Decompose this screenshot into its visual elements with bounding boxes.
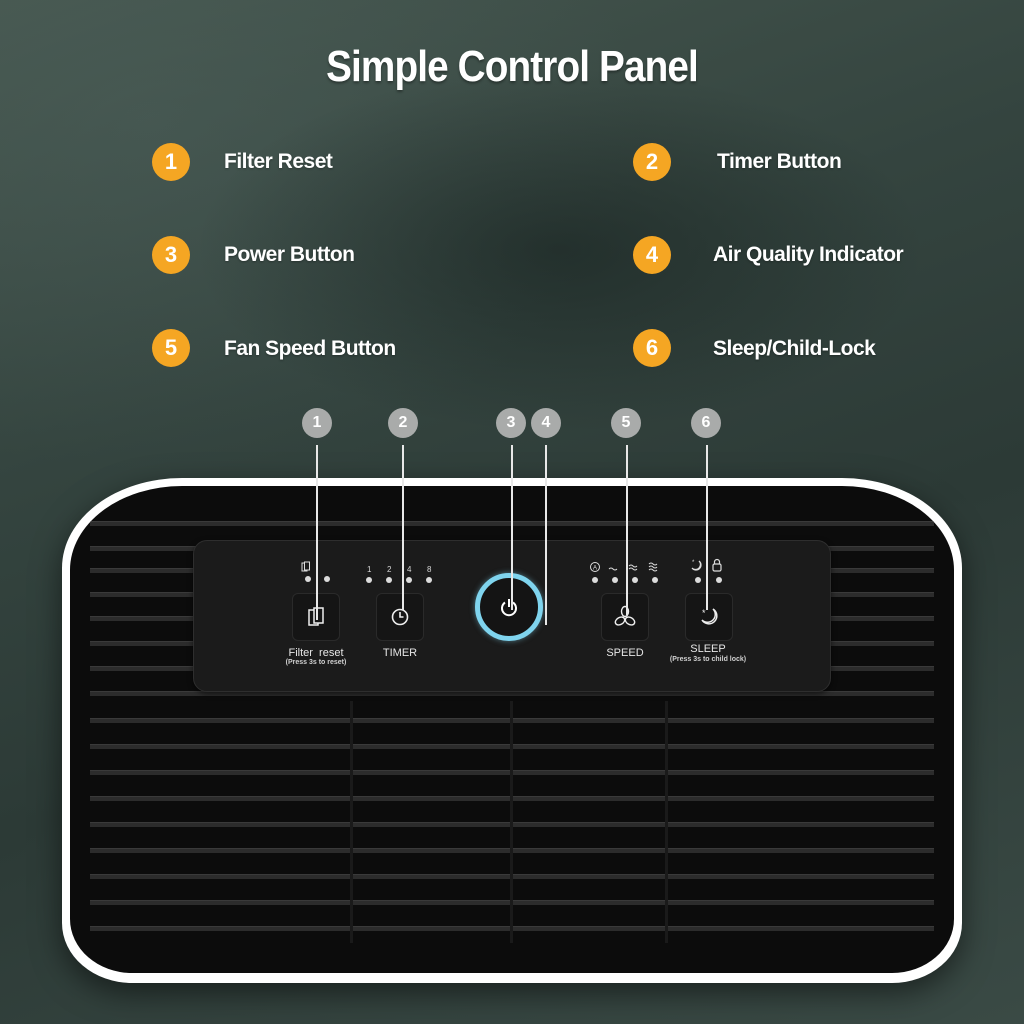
sleep-label: SLEEP [690, 643, 726, 655]
legend-badge: 1 [152, 143, 190, 181]
svg-text:*: * [692, 560, 695, 566]
high-wave-icon [648, 562, 658, 572]
clock-icon [391, 608, 409, 626]
callout-5: 5 [611, 408, 641, 438]
sleep-indicators: * [689, 558, 729, 572]
legend-item-air-quality: 4 [633, 236, 671, 274]
legend-badge: 4 [633, 236, 671, 274]
timer-button[interactable] [376, 593, 424, 641]
leader-line [545, 445, 547, 625]
legend-item-power-button: 3 [152, 236, 190, 274]
filter-led [305, 576, 311, 582]
speed-led [592, 577, 598, 583]
timer-led [386, 577, 392, 583]
power-button[interactable] [475, 573, 543, 641]
legend-label: Air Quality Indicator [713, 243, 904, 266]
timer-tick: 2 [387, 565, 392, 574]
callout-4: 4 [531, 408, 561, 438]
leader-line [316, 445, 318, 620]
svg-text:*: * [702, 608, 706, 618]
legend-label: Filter Reset [224, 150, 333, 173]
filter-indicator-icon [301, 560, 311, 578]
callout-3: 3 [496, 408, 526, 438]
speed-button[interactable] [601, 593, 649, 641]
legend-item-timer-button: 2 [633, 143, 671, 181]
fan-icon [614, 605, 636, 626]
legend-badge: 6 [633, 329, 671, 367]
timer-tick: 1 [367, 565, 372, 574]
legend-label: Power Button [224, 243, 355, 266]
legend-label: Fan Speed Button [224, 337, 396, 360]
sleep-button[interactable]: * [685, 593, 733, 641]
low-wave-icon [608, 567, 618, 571]
sleep-moon-icon: * [691, 560, 702, 571]
grille-column [665, 701, 668, 943]
timer-tick: 4 [407, 565, 412, 574]
svg-text:A: A [593, 566, 597, 572]
legend-badge: 3 [152, 236, 190, 274]
leader-line [706, 445, 708, 610]
timer-label: TIMER [382, 647, 418, 659]
timer-led [366, 577, 372, 583]
legend-label: Sleep/Child-Lock [713, 337, 876, 360]
legend-item-sleep-lock: 6 [633, 329, 671, 367]
speed-led [612, 577, 618, 583]
callout-6: 6 [691, 408, 721, 438]
moon-icon: * [701, 608, 718, 625]
callout-2: 2 [388, 408, 418, 438]
legend-badge: 2 [633, 143, 671, 181]
speed-led [652, 577, 658, 583]
timer-led [426, 577, 432, 583]
leader-line [511, 445, 513, 610]
filter-reset-label: Filter reset [288, 647, 344, 659]
timer-tick: 8 [427, 565, 432, 574]
power-icon [501, 599, 517, 617]
grille-column [510, 701, 513, 943]
leader-line [626, 445, 628, 615]
page-title: Simple Control Panel [326, 42, 699, 91]
filter-led [324, 576, 330, 582]
speed-label: SPEED [606, 647, 644, 659]
leader-line [402, 445, 404, 610]
legend-item-filter-reset: 1 [152, 143, 190, 181]
lock-icon [712, 558, 722, 572]
grille-column [350, 701, 353, 943]
legend-badge: 5 [152, 329, 190, 367]
speed-indicators: A [589, 560, 669, 572]
lock-led [716, 577, 722, 583]
sleep-led [695, 577, 701, 583]
legend-label: Timer Button [717, 150, 842, 173]
speed-led [632, 577, 638, 583]
legend-item-fan-speed: 5 [152, 329, 190, 367]
sleep-sublabel: (Press 3s to child lock) [669, 656, 747, 663]
auto-icon: A [590, 562, 600, 572]
callout-1: 1 [302, 408, 332, 438]
filter-icon [308, 607, 324, 626]
timer-led [406, 577, 412, 583]
mid-wave-icon [628, 564, 638, 571]
filter-reset-sublabel: (Press 3s to reset) [285, 659, 347, 666]
